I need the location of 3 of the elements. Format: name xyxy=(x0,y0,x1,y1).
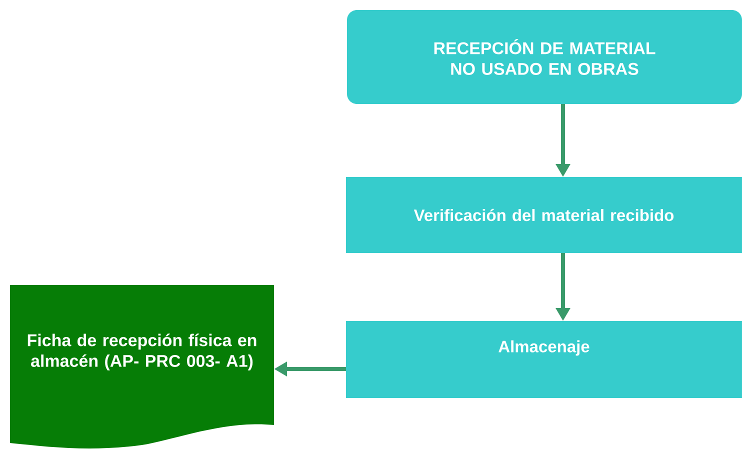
process-box: RECEPCIÓN DE MATERIAL NO USADO EN OBRAS xyxy=(347,10,742,104)
process-box: Almacenaje xyxy=(346,321,742,398)
process-box: Verificación del material recibido xyxy=(346,177,742,253)
